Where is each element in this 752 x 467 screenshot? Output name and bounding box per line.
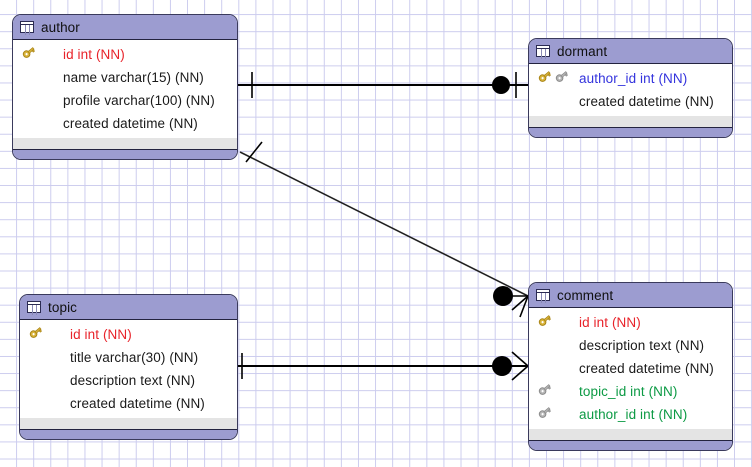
table-header-topic[interactable]: topic	[20, 295, 237, 320]
table-name-comment: comment	[557, 287, 614, 303]
column-label: id int (NN)	[579, 315, 641, 330]
column-label: id int (NN)	[70, 327, 132, 342]
primary-key-icon	[538, 70, 552, 82]
column-label: created datetime (NN)	[70, 396, 205, 411]
column-row[interactable]: id int (NN)	[20, 323, 237, 346]
column-key-icons	[537, 313, 579, 333]
column-label: created datetime (NN)	[63, 116, 198, 131]
entity-table-dormant[interactable]: dormant author_id int (NN) created datetim…	[528, 38, 733, 138]
foreign-key-icon	[538, 406, 552, 418]
table-bottom-bar	[13, 149, 237, 159]
table-columns-author: id int (NN) name varchar(15) (NN) profile …	[13, 40, 237, 137]
column-row[interactable]: name varchar(15) (NN)	[13, 66, 237, 89]
column-label: title varchar(30) (NN)	[70, 350, 199, 365]
column-key-icons	[537, 382, 579, 402]
primary-key-icon	[22, 46, 36, 58]
entity-table-comment[interactable]: comment id int (NN) description text (NN) c…	[528, 282, 733, 451]
table-header-dormant[interactable]: dormant	[529, 39, 732, 64]
primary-key-icon	[538, 314, 552, 326]
column-row[interactable]: profile varchar(100) (NN)	[13, 89, 237, 112]
primary-key-icon	[29, 326, 43, 338]
table-columns-topic: id int (NN) title varchar(30) (NN) descrip…	[20, 320, 237, 417]
table-footer-strip	[20, 417, 237, 429]
column-row[interactable]: created datetime (NN)	[13, 112, 237, 135]
table-name-author: author	[41, 19, 80, 35]
column-label: id int (NN)	[63, 47, 125, 62]
column-label: name varchar(15) (NN)	[63, 70, 204, 85]
relationship-author-comment[interactable]	[239, 141, 529, 318]
column-row[interactable]: topic_id int (NN)	[529, 380, 732, 403]
column-row[interactable]: author_id int (NN)	[529, 67, 732, 90]
column-label: description text (NN)	[70, 373, 196, 388]
column-key-icons	[28, 325, 70, 345]
table-bottom-bar	[20, 429, 237, 439]
foreign-key-icon	[555, 70, 569, 82]
column-row[interactable]: id int (NN)	[13, 43, 237, 66]
table-columns-dormant: author_id int (NN) created datetime (NN)	[529, 64, 732, 115]
column-label: created datetime (NN)	[579, 94, 714, 109]
foreign-key-icon	[538, 383, 552, 395]
table-footer-strip	[529, 428, 732, 440]
table-icon	[536, 289, 550, 301]
column-key-icons	[537, 69, 579, 89]
column-row[interactable]: created datetime (NN)	[529, 90, 732, 113]
column-label: created datetime (NN)	[579, 361, 714, 376]
column-label: description text (NN)	[579, 338, 705, 353]
relationship-author-dormant[interactable]	[238, 72, 528, 98]
column-key-icons	[21, 45, 63, 65]
column-label: author_id int (NN)	[579, 71, 688, 86]
column-row[interactable]: author_id int (NN)	[529, 403, 732, 426]
table-icon	[27, 301, 41, 313]
column-label: profile varchar(100) (NN)	[63, 93, 215, 108]
column-row[interactable]: title varchar(30) (NN)	[20, 346, 237, 369]
table-name-dormant: dormant	[557, 43, 608, 59]
column-key-icons	[537, 405, 579, 425]
column-row[interactable]: created datetime (NN)	[20, 392, 237, 415]
table-header-author[interactable]: author	[13, 15, 237, 40]
entity-table-author[interactable]: author id int (NN) name varchar(15) (NN) pr…	[12, 14, 238, 160]
entity-table-topic[interactable]: topic id int (NN) title varchar(30) (NN) de…	[19, 294, 238, 440]
table-footer-strip	[529, 115, 732, 127]
table-header-comment[interactable]: comment	[529, 283, 732, 308]
column-row[interactable]: id int (NN)	[529, 311, 732, 334]
table-bottom-bar	[529, 440, 732, 450]
table-name-topic: topic	[48, 299, 78, 315]
column-row[interactable]: description text (NN)	[20, 369, 237, 392]
column-label: topic_id int (NN)	[579, 384, 678, 399]
table-bottom-bar	[529, 127, 732, 137]
column-row[interactable]: description text (NN)	[529, 334, 732, 357]
table-footer-strip	[13, 137, 237, 149]
table-icon	[536, 45, 550, 57]
table-icon	[20, 21, 34, 33]
relationship-topic-comment[interactable]	[238, 351, 529, 381]
column-label: author_id int (NN)	[579, 407, 688, 422]
column-row[interactable]: created datetime (NN)	[529, 357, 732, 380]
table-columns-comment: id int (NN) description text (NN) created …	[529, 308, 732, 428]
